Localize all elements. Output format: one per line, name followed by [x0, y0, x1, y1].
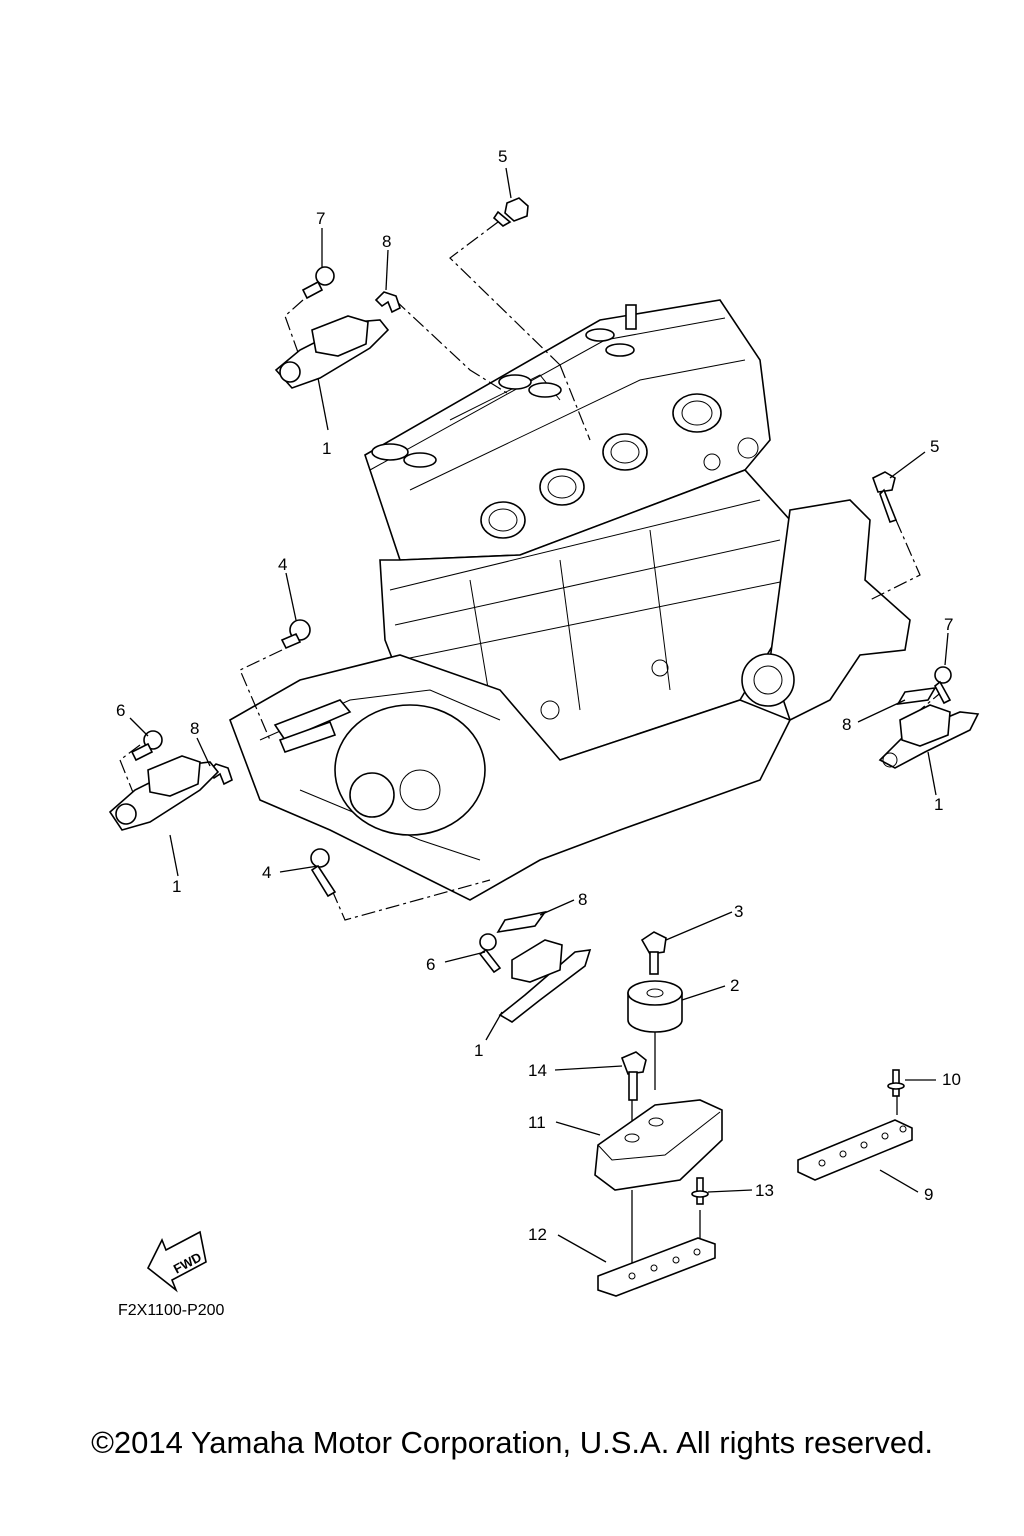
damper-2 — [627, 980, 683, 1033]
bolt-6-left — [130, 730, 163, 762]
mount-base-11 — [594, 1099, 723, 1191]
diagram-code: F2X1100-P200 — [118, 1302, 225, 1319]
callout-13: 13 — [755, 1181, 774, 1200]
engine-mount-1-top — [274, 315, 390, 389]
callout-3: 3 — [734, 902, 743, 921]
callout-8: 8 — [842, 715, 851, 734]
callout-6: 6 — [116, 701, 125, 720]
callout-6: 6 — [426, 955, 435, 974]
callout-1: 1 — [934, 795, 943, 814]
callout-2: 2 — [730, 976, 739, 995]
callout-12: 12 — [528, 1225, 547, 1244]
engine-mount-1-right — [878, 704, 980, 769]
callout-leaders — [129, 167, 949, 1263]
bracket-9 — [797, 1119, 913, 1181]
callout-10: 10 — [942, 1070, 961, 1089]
callout-8: 8 — [578, 890, 587, 909]
callout-8: 8 — [382, 232, 391, 251]
callout-11: 11 — [528, 1113, 546, 1132]
callout-9: 9 — [924, 1185, 933, 1204]
engine-mount-1-left — [108, 755, 220, 831]
callout-4: 4 — [262, 863, 271, 882]
callout-5: 5 — [930, 437, 939, 456]
bolt-3 — [640, 931, 667, 975]
callout-5: 5 — [498, 147, 507, 166]
rivet-10 — [887, 1069, 905, 1097]
engine-mount-1-lower — [498, 939, 592, 1023]
callout-8: 8 — [190, 719, 199, 738]
plate-8-lower — [496, 910, 547, 934]
bolt-14 — [620, 1051, 647, 1101]
clip-8-top — [374, 291, 401, 314]
bolt-5-top — [492, 197, 529, 227]
rivet-13 — [691, 1177, 709, 1205]
assembly-leader-lines — [119, 221, 945, 1280]
plate-8-right — [896, 686, 937, 706]
callout-labels: 5 7 8 1 5 4 6 8 1 4 7 8 1 8 3 6 2 1 14 1… — [116, 147, 961, 1244]
bolt-4-lower — [310, 848, 337, 898]
callout-1: 1 — [172, 877, 181, 896]
bolt-5-right — [872, 471, 898, 524]
callout-14: 14 — [528, 1061, 547, 1080]
fwd-arrow-icon: FWD — [146, 1230, 207, 1293]
bolt-4-upper — [280, 619, 311, 650]
bolt-7-right — [933, 666, 952, 705]
callout-1: 1 — [474, 1041, 483, 1060]
engine-block-illustration — [229, 299, 911, 901]
callout-1: 1 — [322, 439, 331, 458]
bracket-12 — [597, 1237, 716, 1297]
copyright-notice: ©2014 Yamaha Motor Corporation, U.S.A. A… — [91, 1425, 933, 1460]
bolt-7-top — [301, 266, 335, 300]
callout-7: 7 — [316, 209, 325, 228]
callout-4: 4 — [278, 555, 287, 574]
callout-7: 7 — [944, 615, 953, 634]
